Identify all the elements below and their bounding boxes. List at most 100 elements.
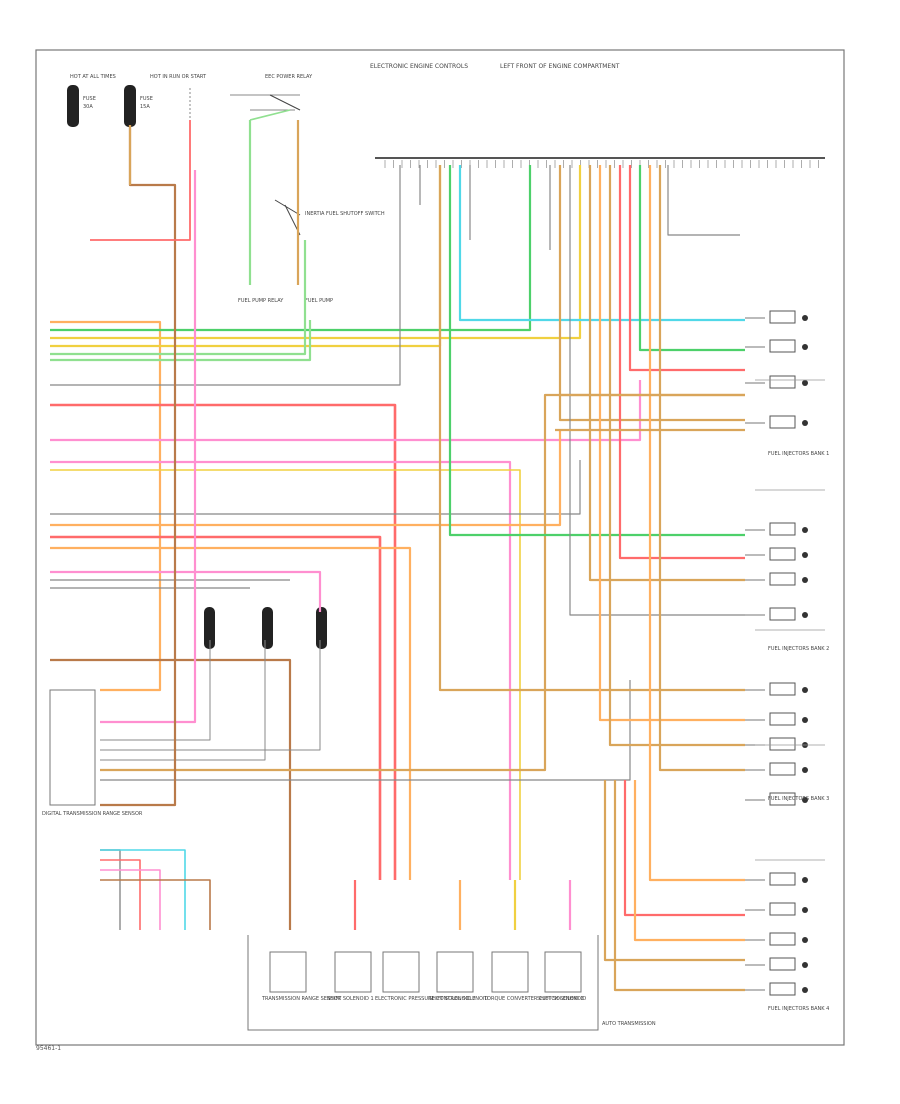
injector-terminal [802, 552, 808, 558]
injector-terminal [802, 717, 808, 723]
wire [100, 680, 631, 781]
module-box [436, 951, 474, 993]
svg-text:INERTIA FUEL SHUTOFF SWITCH: INERTIA FUEL SHUTOFF SWITCH [305, 211, 385, 217]
injector-terminal [802, 420, 808, 426]
wire [608, 165, 745, 747]
injector-icon [769, 339, 796, 353]
injector-terminal [802, 877, 808, 883]
wire [50, 165, 401, 386]
svg-text:FUSE: FUSE [83, 96, 96, 102]
wire [50, 469, 521, 880]
wire [598, 165, 745, 722]
injector-icon [769, 682, 796, 696]
wire [569, 165, 745, 616]
header-right-label: LEFT FRONT OF ENGINE COMPARTMENT [500, 63, 620, 70]
injector-icon [769, 932, 796, 946]
injector-terminal [802, 577, 808, 583]
wire [588, 165, 745, 582]
wire [100, 879, 211, 930]
wire [50, 380, 642, 442]
wire [100, 170, 197, 724]
injector-icon [769, 737, 796, 751]
injector-terminal [802, 962, 808, 968]
wire [638, 165, 745, 352]
injector-terminal [802, 527, 808, 533]
wire [249, 109, 291, 121]
wire [458, 165, 745, 322]
wire [50, 165, 442, 348]
injector-terminal [802, 315, 808, 321]
injector-icon [769, 902, 796, 916]
wire [618, 165, 745, 560]
footer-code: 95461-1 [36, 1045, 62, 1052]
wire [628, 165, 745, 372]
injector-icon [769, 607, 796, 621]
wire [633, 780, 745, 942]
injector-icon [769, 522, 796, 536]
digital-trs-sensor: DIGITAL TRANSMISSION RANGE SENSOR [42, 689, 143, 817]
fuse-right-label: HOT IN RUN OR START [150, 74, 207, 80]
injector-group-label: FUEL INJECTORS BANK 3 [768, 796, 829, 802]
wire [50, 546, 412, 880]
fuse-block-left: HOT AT ALL TIMES HOT IN RUN OR START FUS… [67, 74, 207, 127]
module-box [491, 951, 529, 993]
injector-group-label: FUEL INJECTORS BANK 1 [768, 451, 829, 457]
injector-groups: FUEL INJECTORS BANK 1 FUEL INJECTORS BANK… [745, 310, 829, 1012]
wire [50, 460, 512, 880]
fuse-icon [124, 85, 136, 127]
svg-text:30A: 30A [83, 104, 93, 110]
wire [50, 658, 292, 880]
wire [100, 640, 321, 751]
diagram-frame [35, 49, 845, 1046]
injector-terminal [802, 612, 808, 618]
module-box [269, 951, 307, 993]
wire [50, 570, 322, 612]
module-label: SHIFT SOLENOID 1 [327, 996, 374, 1002]
injector-terminal [802, 937, 808, 943]
wire [558, 165, 745, 422]
svg-text:DIGITAL TRANSMISSION RANGE SEN: DIGITAL TRANSMISSION RANGE SENSOR [42, 811, 143, 817]
wire [448, 165, 745, 537]
wire [90, 120, 191, 241]
wire [50, 320, 312, 362]
wire [658, 165, 745, 772]
injector-icon [769, 712, 796, 726]
fuse-icon [262, 607, 273, 649]
header-left-label: ELECTRONIC ENGINE CONTROLS [370, 63, 468, 70]
wire [100, 640, 211, 741]
fuse-left-label: HOT AT ALL TIMES [70, 74, 116, 80]
module-box [382, 951, 420, 993]
wire [50, 430, 562, 527]
wire [603, 780, 745, 962]
svg-text:15A: 15A [140, 104, 150, 110]
wire [100, 869, 161, 930]
injector-icon [769, 375, 796, 389]
wire [50, 460, 581, 515]
module-box [334, 951, 372, 993]
injector-terminal [802, 380, 808, 386]
wire [623, 780, 745, 917]
eec-power-relay: EEC POWER RELAY [189, 74, 313, 120]
wire [613, 780, 745, 992]
injector-icon [769, 547, 796, 561]
injector-terminal [802, 344, 808, 350]
auto-trans-bracket [247, 935, 599, 1031]
module-box [544, 951, 582, 993]
fuel-pump-relay-label: FUEL PUMP RELAY [238, 298, 284, 304]
wire [100, 393, 745, 772]
inertia-switch: INERTIA FUEL SHUTOFF SWITCH [274, 199, 385, 236]
module-label: TRANSMISSION RANGE SENSOR [261, 996, 342, 1002]
injector-icon [769, 415, 796, 429]
injector-group-label: FUEL INJECTORS BANK 4 [768, 1006, 829, 1012]
wire [648, 165, 745, 882]
injector-icon [769, 872, 796, 886]
wire [100, 849, 186, 930]
wire [50, 165, 532, 332]
injector-terminal [802, 987, 808, 993]
injector-icon [769, 957, 796, 971]
injector-icon [769, 792, 796, 806]
injector-terminal [802, 687, 808, 693]
auto-trans-label: AUTO TRANSMISSION [602, 1021, 656, 1027]
wire [667, 165, 740, 236]
